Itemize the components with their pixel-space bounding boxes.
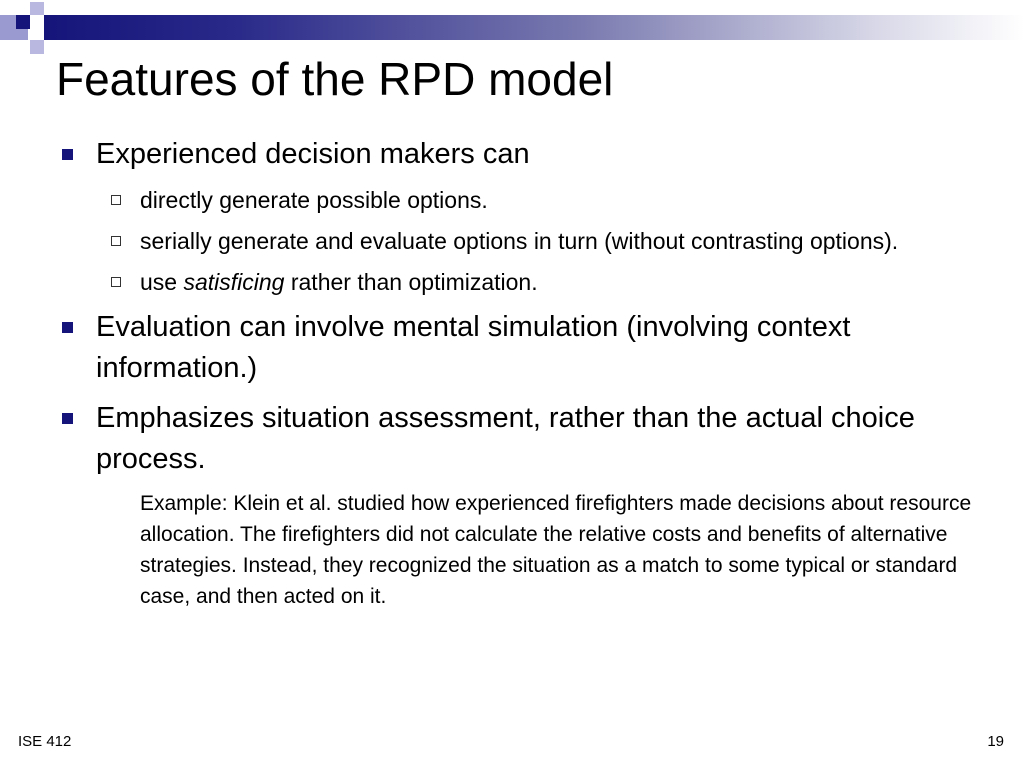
bullet-item: Emphasizes situation assessment, rather … [56,398,986,480]
bullet-text: Emphasizes situation assessment, rather … [96,402,915,475]
bullet-item: Evaluation can involve mental simulation… [56,307,986,389]
sub-bullet-item: serially generate and evaluate options i… [56,225,986,257]
hollow-square-bullet-icon [111,236,121,246]
hollow-square-bullet-icon [111,195,121,205]
emphasis-text: satisficing [183,269,285,295]
slide-title: Features of the RPD model [56,53,614,105]
footer-page-number: 19 [987,733,1004,750]
sub-bullet-text: directly generate possible options. [140,187,488,213]
sub-bullet-text-tail: rather than optimization. [284,269,538,295]
sub-bullet-text-lead: use [140,269,184,295]
header-decoration-square [30,40,44,54]
header-decoration-square [30,2,44,15]
footer-course-label: ISE 412 [18,733,72,750]
square-bullet-icon [62,322,73,333]
hollow-square-bullet-icon [111,277,121,287]
bullet-text: Experienced decision makers can [96,138,530,170]
sub-bullet-text: serially generate and evaluate options i… [140,228,899,254]
bullet-text: Evaluation can involve mental simulation… [96,311,851,384]
slide-content: Experienced decision makers can directly… [56,134,986,612]
square-bullet-icon [62,149,73,160]
header-decoration-square [16,15,30,29]
sub-bullet-item: directly generate possible options. [56,184,986,216]
example-paragraph: Example: Klein et al. studied how experi… [140,492,972,608]
square-bullet-icon [62,413,73,424]
bullet-item: Experienced decision makers can [56,134,986,175]
header-gradient-band [44,15,1024,40]
sub-bullet-item: use satisficing rather than optimization… [56,266,986,298]
